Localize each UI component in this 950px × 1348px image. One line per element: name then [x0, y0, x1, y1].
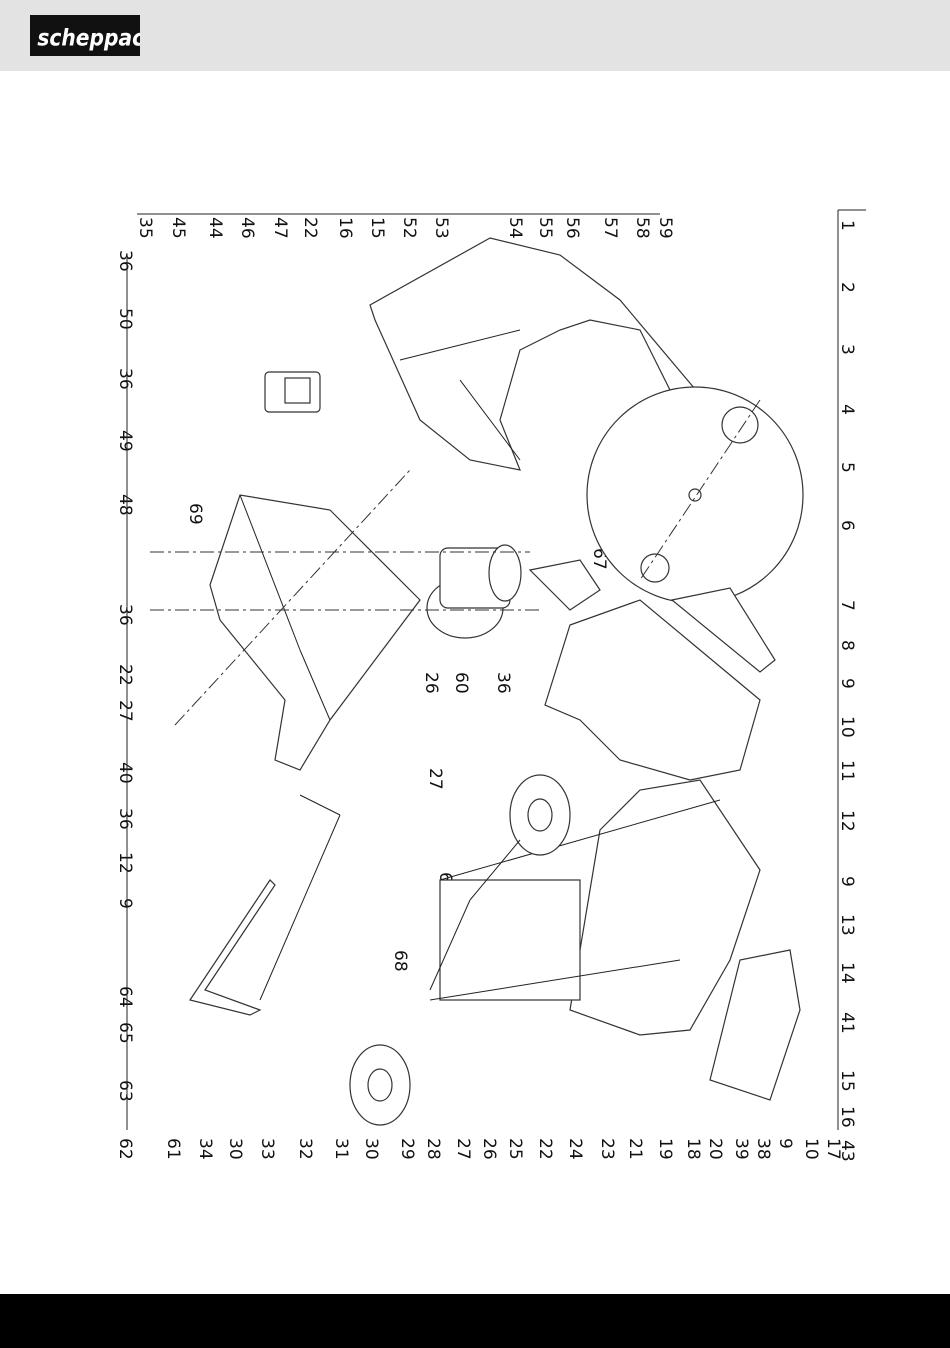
callout-36: 36: [115, 808, 135, 830]
callout-39: 39: [731, 1138, 751, 1160]
callout-36: 36: [115, 250, 135, 272]
callout-59: 59: [655, 217, 675, 239]
callout-30: 30: [361, 1138, 381, 1160]
callout-48: 48: [115, 494, 135, 516]
callout-32: 32: [295, 1138, 315, 1160]
callout-20: 20: [705, 1138, 725, 1160]
callout-4: 4: [837, 404, 857, 415]
callout-65: 65: [115, 1022, 135, 1044]
callout-6: 6: [837, 520, 857, 531]
callout-1: 1: [837, 220, 857, 231]
callout-28: 28: [423, 1138, 443, 1160]
callout-54: 54: [505, 217, 525, 239]
callout-8: 8: [837, 640, 857, 651]
callout-25: 25: [505, 1138, 525, 1160]
callout-7: 7: [837, 600, 857, 611]
callout-61: 61: [163, 1138, 183, 1160]
switch-box: [265, 372, 320, 412]
callout-41: 41: [837, 1012, 857, 1034]
callout-35: 35: [135, 217, 155, 239]
callout-5: 5: [837, 462, 857, 473]
callout-60: 60: [451, 672, 471, 694]
callout-10: 10: [801, 1138, 821, 1160]
callout-33: 33: [257, 1138, 277, 1160]
callout-29: 29: [397, 1138, 417, 1160]
callout-34: 34: [195, 1138, 215, 1160]
callout-58: 58: [632, 217, 652, 239]
callout-36: 36: [493, 672, 513, 694]
callout-9: 9: [115, 898, 135, 909]
callout-11: 11: [837, 760, 857, 782]
callout-9: 9: [837, 876, 857, 887]
callout-16: 16: [837, 1106, 857, 1128]
callout-26: 26: [421, 672, 441, 694]
callout-10: 10: [837, 716, 857, 738]
callout-49: 49: [115, 430, 135, 452]
motor: [427, 545, 521, 638]
callout-27: 27: [425, 768, 445, 790]
wheel-upper: [510, 775, 570, 855]
callout-12: 12: [837, 810, 857, 832]
callout-57: 57: [600, 217, 620, 239]
callout-15: 15: [837, 1070, 857, 1092]
footer-bar: [0, 1294, 950, 1348]
callout-9: 9: [837, 678, 857, 689]
callout-23: 23: [597, 1138, 617, 1160]
callout-26: 26: [479, 1138, 499, 1160]
callout-12: 12: [115, 852, 135, 874]
callout-22: 22: [535, 1138, 555, 1160]
callout-53: 53: [431, 217, 451, 239]
callout-56: 56: [562, 217, 582, 239]
stand-leg: [190, 795, 340, 1015]
callout-17: 17: [823, 1138, 843, 1160]
callout-36: 36: [115, 368, 135, 390]
callout-30: 30: [225, 1138, 245, 1160]
callout-19: 19: [655, 1138, 675, 1160]
blade-cover: [545, 588, 775, 780]
callout-47: 47: [270, 217, 290, 239]
callout-52: 52: [399, 217, 419, 239]
callout-21: 21: [625, 1138, 645, 1160]
callout-22: 22: [300, 217, 320, 239]
callout-15: 15: [367, 217, 387, 239]
callout-40: 40: [115, 762, 135, 784]
callout-38: 38: [753, 1138, 773, 1160]
lower-frame: [430, 780, 760, 1035]
callout-45: 45: [168, 217, 188, 239]
callout-44: 44: [205, 217, 225, 239]
callout-27: 27: [115, 700, 135, 722]
callout-46: 46: [237, 217, 257, 239]
callout-68: 68: [390, 950, 410, 972]
wheel-lower: [350, 1045, 410, 1125]
callout-24: 24: [565, 1138, 585, 1160]
saw-blade: [587, 387, 803, 603]
callout-3: 3: [837, 344, 857, 355]
callout-50: 50: [115, 308, 135, 330]
callout-13: 13: [837, 914, 857, 936]
callout-2: 2: [837, 282, 857, 293]
callout-62: 62: [115, 1138, 135, 1160]
callout-69: 69: [185, 503, 205, 525]
callout-18: 18: [683, 1138, 703, 1160]
callout-14: 14: [837, 962, 857, 984]
callout-63: 63: [115, 1080, 135, 1102]
callout-22: 22: [115, 664, 135, 686]
callout-36: 36: [115, 604, 135, 626]
callout-27: 27: [453, 1138, 473, 1160]
callout-9: 9: [775, 1138, 795, 1149]
callout-55: 55: [535, 217, 555, 239]
callout-64: 64: [115, 986, 135, 1008]
callout-31: 31: [331, 1138, 351, 1160]
callout-16: 16: [335, 217, 355, 239]
